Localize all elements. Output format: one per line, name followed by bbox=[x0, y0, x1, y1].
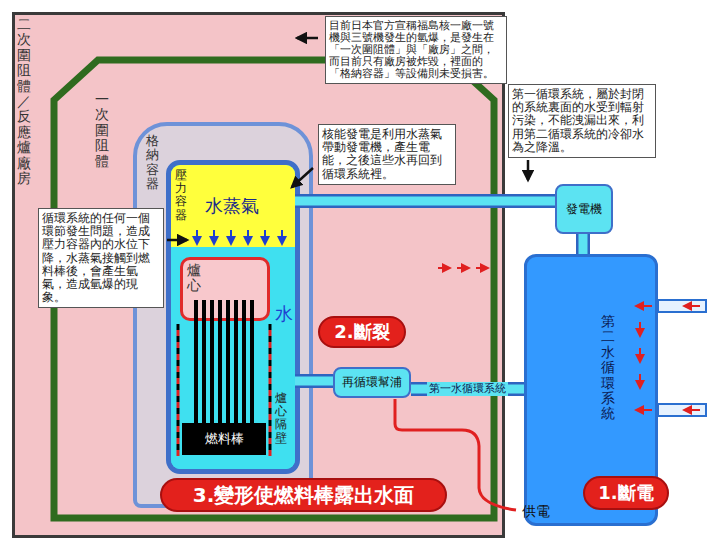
flow-arrow bbox=[684, 409, 700, 411]
fuel-rod bbox=[226, 300, 230, 424]
steam-region: 水蒸氣 bbox=[171, 165, 295, 247]
flow-arrow bbox=[636, 306, 700, 410]
flow-arrow bbox=[457, 267, 469, 269]
note-box: 目前日本官方宣稱福島核一廠一號機與三號機發生的氫爆，是發生在「一次圍阻體」與「廠… bbox=[325, 16, 507, 84]
vertical-label: 一次圍阻體 bbox=[95, 92, 109, 169]
cooling-pipe bbox=[658, 404, 706, 416]
vertical-label: 二次圍阻體／反應爐廠房 bbox=[17, 17, 31, 186]
pipe-connector bbox=[295, 381, 333, 382]
recirculation-pump: 再循環幫浦 bbox=[333, 367, 411, 398]
water-region: 水爐心燃料棒 bbox=[171, 247, 295, 469]
note-box: 核能發電是利用水蒸氣帶動發電機，產生電能，之後這些水再回到循環系統裡。 bbox=[318, 124, 456, 185]
callout-box: 1.斷電 bbox=[583, 476, 669, 510]
fuel-rod bbox=[202, 300, 206, 424]
box-label: 再循環幫浦 bbox=[342, 375, 402, 389]
note-text: 核能發電是利用水蒸氣帶動發電機，產生電能，之後這些水再回到循環系統裡。 bbox=[322, 128, 452, 181]
cooling-pipe bbox=[658, 300, 706, 312]
flow-arrow bbox=[684, 305, 700, 307]
vertical-label: 第二水循環系統 bbox=[601, 314, 615, 422]
box-label: 1.斷電 bbox=[598, 482, 653, 504]
fuel-rod bbox=[242, 300, 246, 424]
supply-label: 供電 bbox=[522, 503, 550, 520]
core-shroud bbox=[269, 324, 272, 456]
pipe-connector bbox=[411, 385, 524, 394]
pipe-connector bbox=[295, 197, 555, 206]
vertical-label: 壓力容器 bbox=[175, 169, 187, 222]
steam-arrow bbox=[197, 230, 282, 244]
containment-vessel: 格納容器壓力容器水蒸氣水爐心燃料棒 bbox=[133, 122, 313, 508]
reactor-core: 爐心 bbox=[180, 257, 270, 321]
pipe-connector bbox=[295, 374, 333, 388]
fuel-rod bbox=[234, 300, 238, 424]
power-wire bbox=[395, 399, 516, 510]
note-text: 循環系統的任何一個環節發生問題，造成壓力容器內的水位下降，水蒸氣接觸到燃料棒後，… bbox=[42, 212, 160, 304]
flow-arrow bbox=[639, 374, 641, 388]
pipe-connector bbox=[411, 389, 524, 390]
steam-arrow bbox=[247, 230, 249, 244]
fuel-rod bbox=[250, 300, 254, 424]
flow-arrow bbox=[636, 409, 652, 411]
flow-arrow bbox=[476, 267, 488, 269]
box-label: 水蒸氣 bbox=[205, 195, 329, 217]
pipe-connector bbox=[295, 194, 555, 208]
pipe-connector bbox=[295, 201, 555, 202]
leader-arrow bbox=[297, 37, 318, 40]
part-label: 爐心隔壁 bbox=[275, 392, 287, 445]
leader-arrow bbox=[292, 168, 313, 187]
note-box: 循環系統的任何一個環節發生問題，造成壓力容器內的水位下降，水蒸氣接觸到燃料棒後，… bbox=[38, 208, 164, 308]
steam-arrow bbox=[230, 230, 232, 244]
reactor-building: 二次圍阻體／反應爐廠房一次圍阻體格納容器壓力容器水蒸氣水爐心燃料棒再循環幫浦核能… bbox=[12, 12, 505, 538]
pipe-connector bbox=[583, 234, 584, 254]
steam-arrow bbox=[264, 230, 266, 244]
box-label: 2.斷裂 bbox=[334, 321, 389, 343]
core-shroud bbox=[177, 324, 180, 456]
generator: 發電機 bbox=[555, 184, 613, 234]
pipe-connector bbox=[295, 377, 333, 386]
leader-arrow bbox=[167, 38, 528, 240]
leader-arrow bbox=[167, 239, 187, 242]
core-shroud bbox=[269, 324, 272, 456]
fuel-rod bbox=[210, 300, 214, 424]
vertical-label: 格納容器 bbox=[146, 134, 159, 191]
steam-arrow bbox=[196, 230, 198, 244]
pipe-label: 第一水循環系統 bbox=[427, 382, 508, 395]
pipe-connector bbox=[576, 234, 590, 254]
steam-arrow bbox=[213, 230, 215, 244]
core-shroud bbox=[177, 324, 180, 456]
steam-arrow bbox=[281, 230, 283, 244]
pressure-vessel: 壓力容器水蒸氣水爐心燃料棒 bbox=[166, 160, 300, 474]
box-label: 發電機 bbox=[566, 202, 602, 216]
leader-arrow bbox=[527, 160, 530, 180]
flow-arrow bbox=[438, 267, 450, 269]
vertical-label: 爐心 bbox=[187, 263, 201, 294]
callout-box: 3.變形使燃料棒露出水面 bbox=[160, 478, 447, 512]
flow-arrow bbox=[438, 267, 488, 269]
fuel-rod bbox=[194, 300, 254, 424]
fuel-assembly: 燃料棒 bbox=[182, 423, 266, 455]
flow-arrow bbox=[636, 305, 652, 307]
pipe-connector bbox=[411, 382, 524, 396]
pipe-connector bbox=[579, 234, 588, 254]
fuel-rod bbox=[218, 300, 222, 424]
note-text: 第一循環系統，屬於封閉的系統裏面的水受到輻射污染，不能洩漏出來，利用第二循環系統… bbox=[512, 88, 652, 154]
note-box: 第一循環系統，屬於封閉的系統裏面的水受到輻射污染，不能洩漏出來，利用第二循環系統… bbox=[508, 84, 656, 158]
flow-arrow bbox=[639, 348, 641, 362]
note-text: 目前日本官方宣稱福島核一廠一號機與三號機發生的氫爆，是發生在「一次圍阻體」與「廠… bbox=[329, 20, 503, 80]
box-label: 燃料棒 bbox=[205, 431, 244, 447]
flow-arrow bbox=[639, 322, 641, 336]
box-label: 3.變形使燃料棒露出水面 bbox=[193, 483, 415, 507]
callout-box: 2.斷裂 bbox=[318, 316, 406, 348]
fuel-rod bbox=[194, 300, 198, 424]
